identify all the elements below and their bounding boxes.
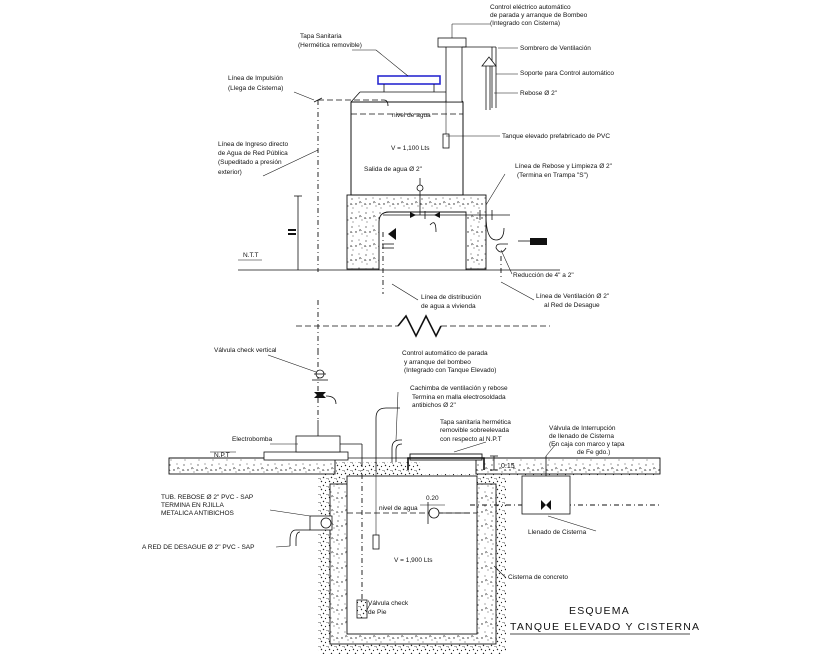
label-ventilacion-2: al Red de Desague: [544, 302, 600, 309]
control-box-top: [437, 37, 467, 48]
label-ingreso-2: de Agua de Red Pública: [218, 150, 288, 157]
label-rebose-limpieza-1: Línea de Rebose y Limpieza Ø 2": [515, 163, 613, 170]
label-rebose: Rebose Ø 2": [520, 90, 558, 97]
pvc-elevated-tank: [350, 101, 464, 196]
label-check-pie-1: Válvula check: [368, 600, 409, 607]
label-tub-rebose-1: TUB. REBOSE Ø 2" PVC - SAP: [161, 494, 253, 501]
label-control-auto-2: y arranque del bombeo: [404, 359, 471, 366]
pump-base: [263, 451, 349, 461]
label-reduccion: Reducción de 4" a 2": [513, 272, 574, 279]
label-ingreso-4: exterior): [218, 169, 242, 176]
label-tapa-bottom-2: removible sobreelevada: [440, 427, 509, 434]
cistern-section: [168, 350, 661, 654]
label-ntt: N.T.T: [243, 252, 259, 259]
label-soporte: Soporte para Control automático: [520, 70, 614, 77]
tapa-sanitaria-top: [377, 75, 441, 85]
label-nivel-agua-bottom: nivel de agua: [379, 505, 418, 512]
label-valvula-interrupcion-4: de Fe gdo.): [577, 449, 610, 456]
elevated-tank-section: [238, 37, 560, 294]
label-rebose-limpieza-2: (Termina en Trampa "S"): [517, 172, 588, 179]
cistern-interior: [346, 475, 478, 635]
foot-valve-icon: [356, 599, 368, 619]
label-control-electrico-1: Control eléctrico automático: [490, 4, 571, 11]
label-tapa-bottom-1: Tapa sanitaria hermética: [440, 419, 511, 426]
label-tapa-top-1: Tapa Sanitaria: [300, 33, 342, 40]
float-valve-icon: [428, 507, 440, 519]
label-tub-rebose-2: TERMINA EN RJILLA: [161, 502, 225, 509]
label-cachimba-3: antibichos Ø 2": [412, 402, 457, 409]
valve-icon: [388, 228, 396, 240]
label-impulsion-2: (Llega de Cisterna): [228, 85, 283, 92]
label-ingreso-1: Línea de Ingreso directo: [218, 141, 288, 148]
label-electrobomba: Electrobomba: [232, 436, 272, 443]
valve-box: [521, 475, 571, 515]
label-check-pie-2: de Pie: [368, 609, 387, 616]
label-npt: N.P.T: [214, 452, 230, 459]
label-tanque-elevado: Tanque elevado prefabricado de PVC: [502, 133, 610, 140]
label-volumen-bottom: V = 1,900 Lts: [394, 557, 433, 564]
title-line-2: TANQUE ELEVADO Y CISTERNA: [510, 621, 700, 633]
label-valvula-interrupcion-2: de llenado de Cisterna: [549, 433, 614, 440]
label-tub-rebose-3: METALICA ANTIBICHOS: [161, 510, 235, 517]
label-cachimba-1: Cachimba de ventilación y rebose: [410, 385, 508, 392]
label-valvula-interrupcion-3: (En caja con marco y tapa: [549, 441, 625, 448]
electrobomba: [295, 435, 341, 453]
label-cisterna-concreto: Cisterna de concreto: [508, 574, 568, 581]
label-nivel-agua-top: nivel de agua: [392, 112, 431, 119]
annotations: Control eléctrico automático de parada y…: [142, 4, 625, 616]
label-ingreso-3: (Supeditado a presión: [218, 159, 282, 166]
label-tapa-top-2: (Hermética removible): [298, 42, 362, 49]
drawing-title: ESQUEMA TANQUE ELEVADO Y CISTERNA: [510, 605, 700, 635]
sombrero-ventilacion-icon: [481, 56, 497, 67]
label-dim-020: 0.20: [426, 495, 439, 502]
leader-lines: [262, 23, 597, 613]
label-control-electrico-3: (Integrado con Cisterna): [490, 20, 560, 27]
label-distribucion-1: Línea de distribución: [421, 294, 481, 301]
label-control-electrico-2: de parada y arranque de Bombeo: [490, 12, 588, 19]
label-tapa-bottom-3: con respecto al N.P.T: [440, 436, 502, 443]
label-cachimba-2: Termina en malla electrosoldada: [412, 394, 506, 401]
label-control-auto-1: Control automático de parada: [402, 350, 488, 357]
label-impulsion-1: Línea de Impulsión: [228, 75, 283, 82]
label-sombrero: Sombrero de Ventilación: [520, 45, 591, 52]
tapa-sanitaria-bottom: [409, 453, 483, 461]
label-control-auto-3: (Integrado con Tanque Elevado): [404, 367, 496, 374]
label-valvula-interrupcion-1: Válvula de Interrupción: [549, 425, 616, 432]
label-check-vertical: Válvula check vertical: [214, 347, 277, 354]
label-ventilacion-1: Línea de Ventilación Ø 2": [536, 293, 610, 300]
label-dim-015: 0.15: [501, 463, 515, 470]
label-salida-agua: Salida de agua Ø 2": [364, 166, 423, 173]
label-llenado-cisterna: Llenado de Cisterna: [528, 529, 587, 536]
title-line-1: ESQUEMA: [569, 605, 630, 617]
label-volumen-top: V = 1,100 Lts: [391, 145, 430, 152]
break-symbol: [296, 300, 550, 350]
label-a-red-desague: A RED DE DESAGUE Ø 2" PVC - SAP: [142, 544, 254, 551]
label-distribucion-2: de agua a vivienda: [421, 303, 476, 310]
